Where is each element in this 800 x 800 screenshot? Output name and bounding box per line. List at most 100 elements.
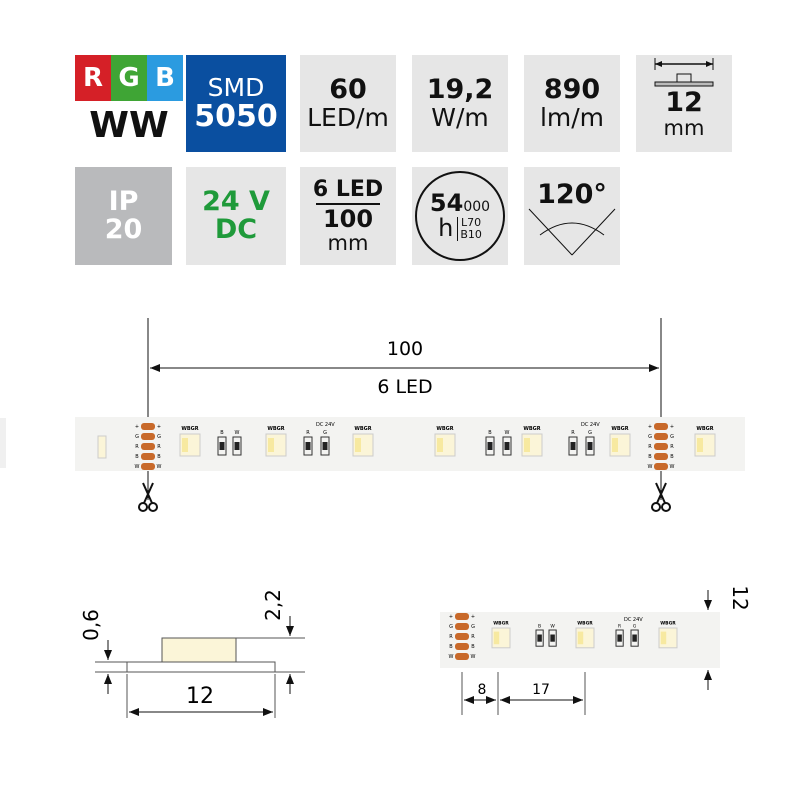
- lifetime-b10: B10: [460, 227, 482, 241]
- smd-led: [265, 433, 287, 457]
- pad-label: +: [135, 424, 139, 430]
- pad-label: +: [449, 614, 453, 620]
- solder-pad: [455, 643, 469, 650]
- ww-label: WW: [89, 105, 169, 146]
- led-label: WBGR: [611, 426, 628, 432]
- voltage-value: 24 V: [202, 185, 270, 217]
- pad-label: +: [157, 424, 161, 430]
- smd-led: [521, 433, 543, 457]
- solder-pad: [141, 463, 155, 470]
- led-label: WBGR: [267, 426, 284, 432]
- smd-led: [491, 627, 511, 649]
- led-label: WBGR: [660, 620, 676, 626]
- resistor: [320, 436, 330, 456]
- solder-pad: [654, 443, 668, 450]
- resistor: [548, 629, 557, 647]
- smd-led: [179, 433, 201, 457]
- pad-label: R: [135, 444, 139, 450]
- segment-length: 100: [322, 204, 374, 233]
- resistor-label: W: [235, 430, 240, 436]
- resistor-label: R: [571, 430, 575, 436]
- pad-label: W: [670, 464, 675, 470]
- segment-leds-label: 6 LED: [377, 376, 432, 398]
- pad-label: R: [471, 634, 475, 640]
- beam-angle-icon: [528, 208, 616, 256]
- lifetime-tile: 54000 h L70 B10: [412, 167, 508, 265]
- rgb-g: G: [111, 55, 147, 101]
- smd-value: 5050: [194, 98, 278, 134]
- solder-pad: [455, 633, 469, 640]
- pad-label: W: [471, 654, 476, 660]
- solder-pad: [141, 443, 155, 450]
- strip-dimension: 100 6 LED: [147, 318, 662, 500]
- solder-pad: [455, 623, 469, 630]
- pad-label: B: [157, 454, 161, 460]
- pad-label: W: [449, 654, 454, 660]
- pad-label: G: [157, 434, 161, 440]
- resistor-label: G: [323, 430, 327, 436]
- led-label: WBGR: [523, 426, 540, 432]
- lifetime-suffix: 000: [463, 198, 491, 215]
- segment-leds: 6 LED: [312, 176, 384, 202]
- solder-pad: [141, 423, 155, 430]
- ip-value: 20: [104, 214, 143, 245]
- power-tile: 19,2 W/m: [412, 55, 508, 152]
- lifetime-unit: h: [438, 214, 454, 242]
- pad-label: W: [135, 464, 140, 470]
- led-label: WBGR: [181, 426, 198, 432]
- power-value: 19,2: [426, 74, 494, 106]
- pad-label: B: [471, 644, 475, 650]
- cross-width-label: 12: [186, 684, 214, 709]
- resistor-label: R: [306, 430, 310, 436]
- solder-pad: [141, 433, 155, 440]
- pad-label: G: [471, 624, 475, 630]
- scissors-icon: [138, 482, 158, 512]
- lumen-unit: lm/m: [539, 102, 605, 132]
- resistor: [630, 629, 639, 647]
- resistor: [303, 436, 313, 456]
- resistor-label: G: [633, 623, 637, 629]
- resistor-label: B: [488, 430, 492, 436]
- resistor-label: G: [588, 430, 592, 436]
- scissors-icon: [651, 482, 671, 512]
- width-value: 12: [665, 87, 703, 118]
- solder-pad: [654, 423, 668, 430]
- solder-pad: [141, 453, 155, 460]
- resistor-label: B: [538, 623, 541, 629]
- lumen-tile: 890 lm/m: [524, 55, 620, 152]
- density-tile: 60 LED/m: [300, 55, 396, 152]
- smd-led: [658, 627, 678, 649]
- segment-length-label: 100: [387, 338, 423, 360]
- total-thickness-label: 2,2: [261, 589, 285, 621]
- resistor: [585, 436, 595, 456]
- smd-led: [352, 433, 374, 457]
- lifetime-l70: L70: [461, 215, 482, 229]
- lifetime-value: 54: [429, 188, 464, 217]
- pad-label: G: [648, 434, 652, 440]
- voltage-tile: 24 V DC: [186, 167, 286, 265]
- pad-label: R: [157, 444, 161, 450]
- density-value: 60: [329, 74, 367, 106]
- detail-width-label: 12: [728, 585, 752, 610]
- ip-label: IP: [108, 185, 139, 217]
- solder-pad: [455, 613, 469, 620]
- resistor-label: R: [618, 623, 621, 629]
- pad-label: W: [157, 464, 162, 470]
- voltage-type: DC: [214, 214, 258, 245]
- width-tile: 12 mm: [636, 55, 732, 152]
- resistor: [535, 629, 544, 647]
- pad-label: B: [648, 454, 652, 460]
- resistor: [217, 436, 227, 456]
- lumen-value: 890: [543, 74, 601, 106]
- resistor-label: W: [505, 430, 510, 436]
- cross-section: 12 0,6 2,2: [79, 589, 305, 718]
- led-label: WBGR: [577, 620, 593, 626]
- pad-label: R: [648, 444, 652, 450]
- solder-pad: [654, 433, 668, 440]
- solder-pad: [654, 453, 668, 460]
- segment-tile: 6 LED 100 mm: [300, 167, 396, 265]
- resistor-voltage-label: DC 24V: [624, 617, 643, 623]
- pad-label: +: [648, 424, 652, 430]
